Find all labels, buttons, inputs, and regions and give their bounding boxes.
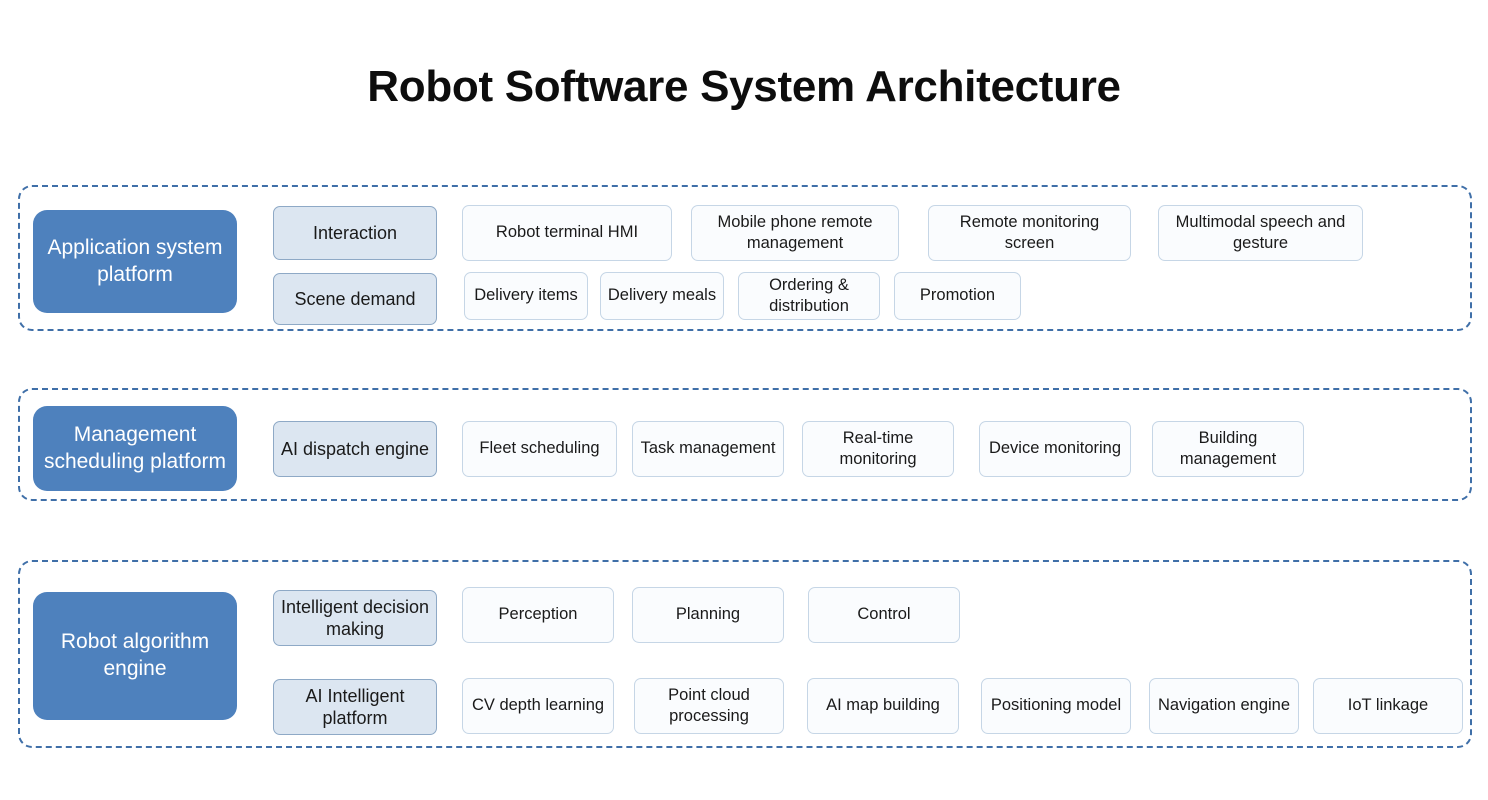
item-box-ordering-and-distribution: Ordering & distribution: [738, 272, 880, 320]
category-box-intelligent-decision-making: Intelligent decision making: [273, 590, 437, 646]
item-box-delivery-items: Delivery items: [464, 272, 588, 320]
item-box-device-monitoring: Device monitoring: [979, 421, 1131, 477]
item-box-multimodal-speech-and-gesture: Multimodal speech and gesture: [1158, 205, 1363, 261]
category-box-ai-intelligent-platform: AI Intelligent platform: [273, 679, 437, 735]
item-box-building-management: Building management: [1152, 421, 1304, 477]
item-box-planning: Planning: [632, 587, 784, 643]
item-box-point-cloud-processing: Point cloud processing: [634, 678, 784, 734]
item-box-perception: Perception: [462, 587, 614, 643]
category-box-scene-demand: Scene demand: [273, 273, 437, 325]
item-box-mobile-phone-remote-management: Mobile phone remote management: [691, 205, 899, 261]
category-box-interaction: Interaction: [273, 206, 437, 260]
item-box-robot-terminal-hmi: Robot terminal HMI: [462, 205, 672, 261]
item-box-ai-map-building: AI map building: [807, 678, 959, 734]
item-box-control: Control: [808, 587, 960, 643]
platform-box-application-system-platform: Application system platform: [33, 210, 237, 313]
item-box-cv-depth-learning: CV depth learning: [462, 678, 614, 734]
item-box-iot-linkage: IoT linkage: [1313, 678, 1463, 734]
item-box-positioning-model: Positioning model: [981, 678, 1131, 734]
item-box-delivery-meals: Delivery meals: [600, 272, 724, 320]
item-box-real-time-monitoring: Real-time monitoring: [802, 421, 954, 477]
page-title: Robot Software System Architecture: [367, 62, 1121, 111]
item-box-navigation-engine: Navigation engine: [1149, 678, 1299, 734]
item-box-fleet-scheduling: Fleet scheduling: [462, 421, 617, 477]
category-box-ai-dispatch-engine: AI dispatch engine: [273, 421, 437, 477]
platform-box-robot-algorithm-engine: Robot algorithm engine: [33, 592, 237, 720]
platform-box-management-scheduling-platform: Management scheduling platform: [33, 406, 237, 491]
item-box-promotion: Promotion: [894, 272, 1021, 320]
item-box-remote-monitoring-screen: Remote monitoring screen: [928, 205, 1131, 261]
item-box-task-management: Task management: [632, 421, 784, 477]
